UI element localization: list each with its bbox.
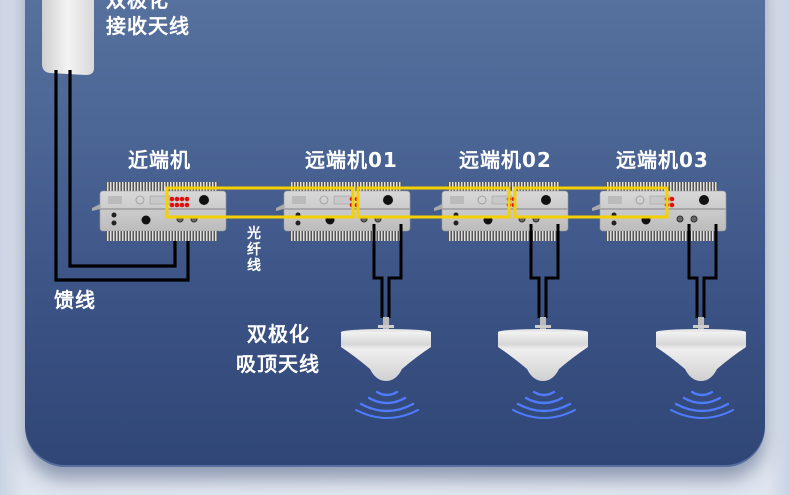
ceiling-antenna-label-line2: 吸顶天线: [236, 352, 320, 376]
signal-waves-icon: [511, 390, 577, 420]
ceiling-antenna-2: [498, 317, 588, 381]
remote-unit-02-label: 远端机02: [459, 148, 552, 172]
remote-feeders: [372, 224, 718, 318]
feeder-label: 馈线: [54, 288, 96, 312]
ceiling-antenna-1: [341, 317, 431, 381]
ceiling-antenna-label-line1: 双极化: [247, 322, 310, 346]
remote-unit-01[interactable]: [275, 181, 411, 242]
fiber-label: 光纤线: [247, 226, 261, 274]
signal-waves-icon: [354, 390, 420, 420]
fiber-links: [165, 186, 669, 219]
donor-antenna-label-line2: 接收天线: [106, 14, 190, 38]
master-unit[interactable]: [91, 181, 227, 242]
remote-unit-02[interactable]: [433, 181, 569, 242]
master-unit-label: 近端机: [128, 148, 191, 172]
fiber-link-remote01-remote02: [356, 186, 511, 219]
donor-panel-antenna: [42, 0, 94, 75]
remote-unit-03[interactable]: [591, 181, 727, 242]
donor-antenna-label-line1: 双极化: [106, 0, 169, 12]
fiber-link-remote02-remote03: [513, 186, 669, 219]
signal-waves-icon: [669, 390, 735, 420]
fiber-link-master-remote01: [165, 186, 355, 219]
ceiling-antenna-3: [656, 317, 746, 381]
feeder-cables: [54, 70, 190, 282]
master-fiber-ports: [169, 196, 190, 208]
remote-unit-01-label: 远端机01: [305, 148, 398, 172]
remote-unit-03-label: 远端机03: [616, 148, 709, 172]
